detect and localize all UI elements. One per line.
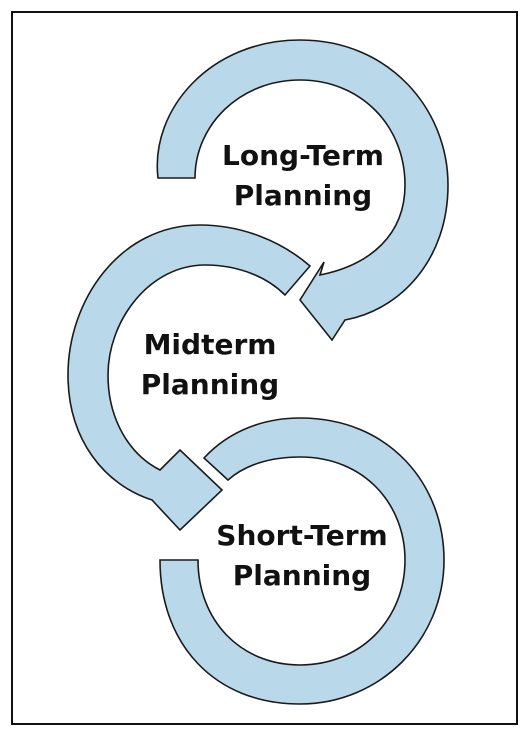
long-term-label-line2: Planning [234,179,372,212]
midterm-cycle-arrow [67,224,312,532]
short-term-cycle-arrow [159,417,445,705]
midterm-label-line2: Planning [141,368,279,401]
midterm-label-line1: Midterm [144,328,277,361]
long-term-label-line1: Long-Term [222,139,384,172]
short-term-label-line1: Short-Term [216,519,387,552]
short-term-label-line2: Planning [233,559,371,592]
long-term-cycle-arrow [156,39,449,342]
